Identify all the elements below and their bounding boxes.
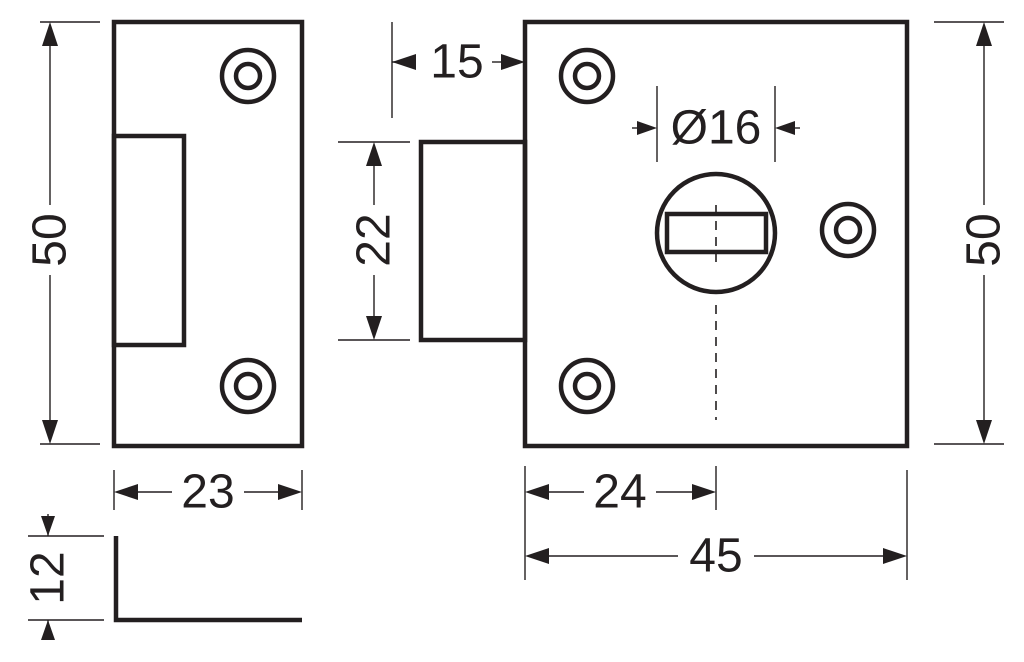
strike-screw-hole-bottom <box>219 357 277 415</box>
dim-strike-return: 12 <box>22 514 104 640</box>
dim-strike-width: 23 <box>113 466 303 519</box>
strike-screw-hole-top <box>219 47 277 105</box>
spindle <box>654 171 778 295</box>
strike-return-profile <box>113 536 302 623</box>
dim-label-bolt-height: 22 <box>348 213 401 266</box>
latch-bolt <box>418 139 528 343</box>
dim-label-spindle-diameter: Ø16 <box>671 102 762 155</box>
case-screw-hole-bottom-left <box>558 357 616 415</box>
dim-label-strike-return: 12 <box>22 551 75 604</box>
dim-backset: 24 <box>524 466 717 580</box>
dim-label-strike-width: 23 <box>181 466 234 519</box>
case-screw-hole-top-left <box>558 47 616 105</box>
dim-case-height: 50 <box>934 21 1011 445</box>
dim-bolt-height: 22 <box>338 141 410 341</box>
dim-label-backset: 24 <box>593 466 646 519</box>
strike-plate <box>111 19 305 449</box>
strike-plate-cutout <box>111 133 187 348</box>
dim-label-strike-height: 50 <box>24 213 77 266</box>
latch-case <box>418 19 910 449</box>
dim-spindle-diameter: Ø16 <box>632 86 800 162</box>
dim-bolt-offset: 15 <box>391 22 525 118</box>
dim-strike-height: 50 <box>24 21 100 445</box>
dim-label-case-height: 50 <box>958 213 1011 266</box>
dim-label-bolt-offset: 15 <box>430 36 483 89</box>
dim-case-width: 45 <box>525 470 908 583</box>
dim-label-case-width: 45 <box>689 530 742 583</box>
case-screw-hole-right <box>819 201 877 259</box>
